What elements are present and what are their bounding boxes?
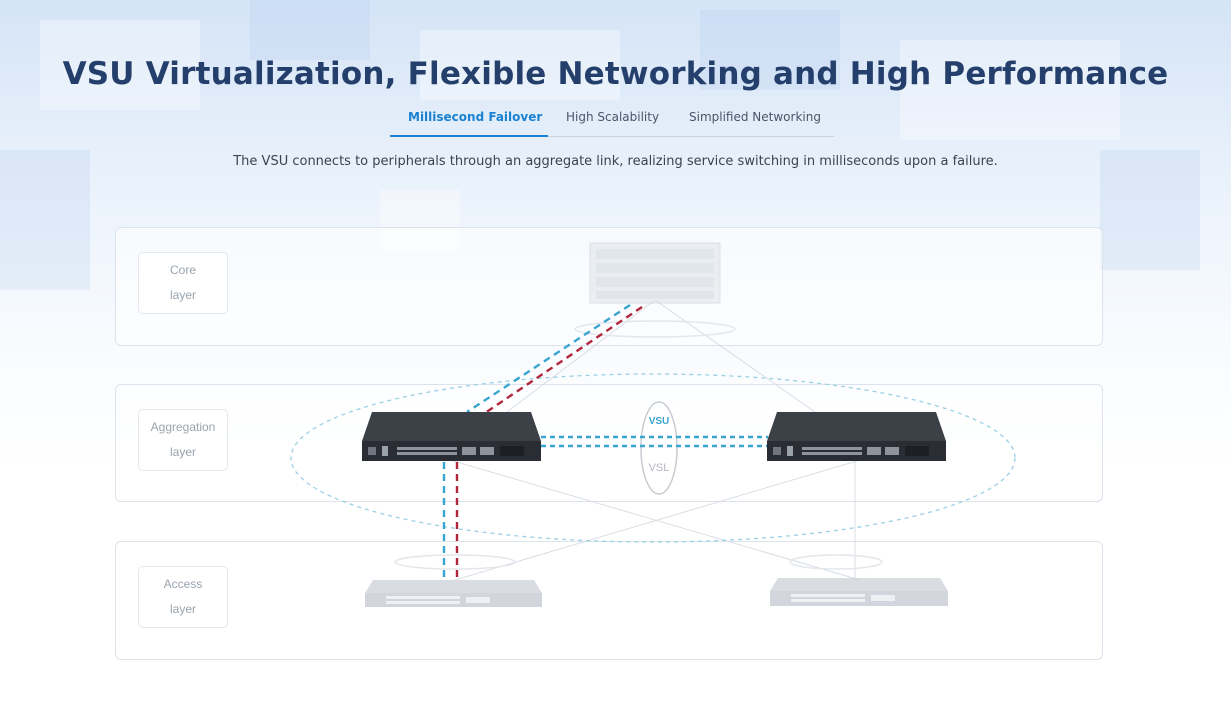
access-link-ring-left xyxy=(394,554,516,570)
access-link-ring-right xyxy=(789,554,883,570)
tab-high-scalability[interactable]: High Scalability xyxy=(566,110,660,124)
vsu-domain-ellipse xyxy=(290,373,1016,543)
tab-description: The VSU connects to peripherals through … xyxy=(233,154,998,169)
vsu-label: VSU xyxy=(649,416,670,427)
layer-label-line2: layer xyxy=(169,288,196,302)
tab-simplified-networking[interactable]: Simplified Networking xyxy=(689,110,821,124)
aggregation-switch-left-icon xyxy=(362,412,541,461)
layer-label-line1: Core xyxy=(169,263,196,277)
access-layer-label: Access layer xyxy=(138,566,228,628)
vsl-ellipse xyxy=(640,401,678,495)
vsl-label: VSL xyxy=(649,462,670,474)
link-red-core-uplink xyxy=(484,306,643,414)
layer-label-line2: layer xyxy=(169,602,196,616)
tab-bar: Millisecond Failover High Scalability Si… xyxy=(390,106,834,137)
page-title: VSU Virtualization, Flexible Networking … xyxy=(62,56,1169,92)
layer-label-line1: Aggregation xyxy=(150,420,216,434)
tab-millisecond-failover[interactable]: Millisecond Failover xyxy=(408,110,543,124)
access-switch-right-icon xyxy=(770,578,948,606)
link-blue-core-uplink xyxy=(466,303,631,414)
active-tab-indicator xyxy=(390,135,548,137)
layer-label-line2: layer xyxy=(169,445,196,459)
core-link-ring xyxy=(574,320,736,338)
layer-label-line1: Access xyxy=(163,577,203,591)
access-switch-left-icon xyxy=(365,580,542,607)
aggregation-layer-label: Aggregation layer xyxy=(138,409,228,471)
core-layer-label: Core layer xyxy=(138,252,228,314)
aggregation-switch-right-icon xyxy=(767,412,946,461)
core-switch-icon xyxy=(589,242,721,304)
